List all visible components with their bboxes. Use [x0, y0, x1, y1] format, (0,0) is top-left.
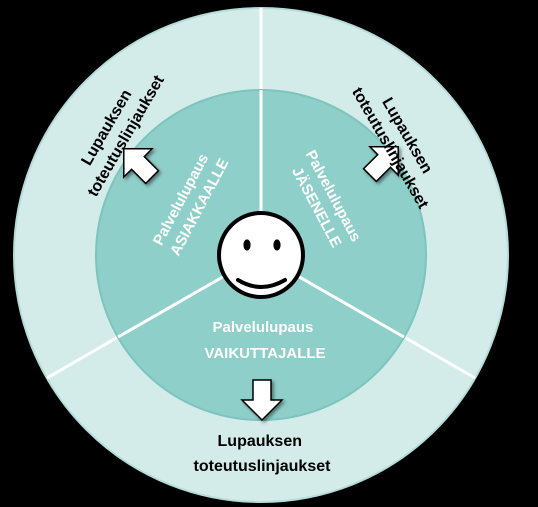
arrow-down-icon [240, 379, 284, 422]
divider-lower-right [403, 335, 476, 380]
inner-label-bottom: Palvelulupaus VAIKUTTAJALLE [204, 319, 325, 362]
divider-lower-left [46, 335, 119, 380]
arrow-right-icon [362, 146, 399, 183]
arrow-left-icon [123, 148, 160, 185]
smiley-face-icon [217, 211, 305, 299]
outer-label-bottom: Lupauksen toteutuslinjaukset [194, 433, 332, 475]
